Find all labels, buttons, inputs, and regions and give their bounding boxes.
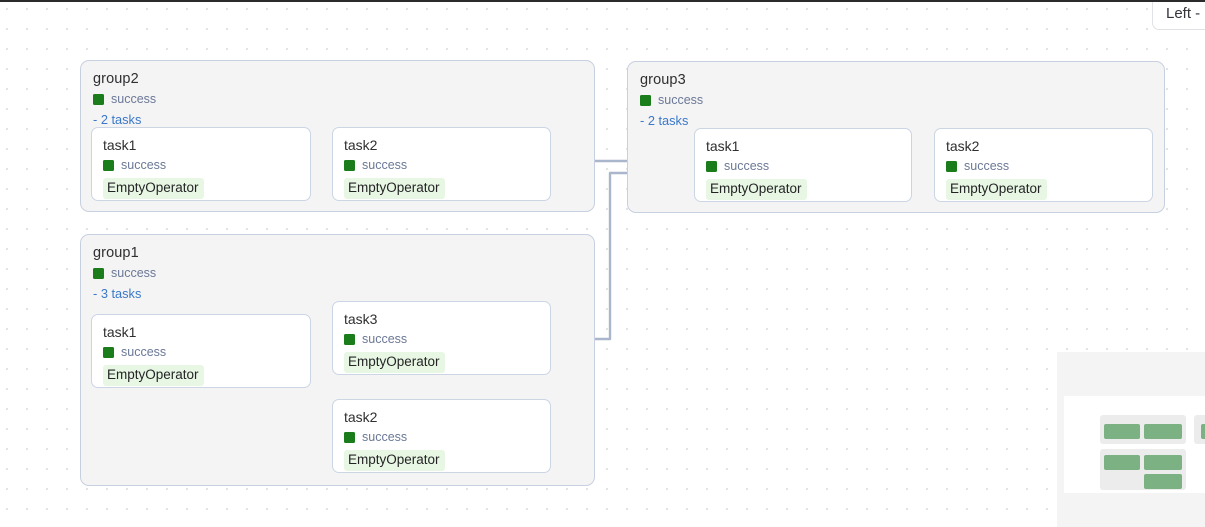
group1-status: success [93,265,594,282]
node-group1-task1[interactable]: task1 success EmptyOperator [91,314,311,388]
group2-status: success [93,91,594,108]
node-state-label: success [121,344,166,361]
graph-minimap[interactable] [1057,352,1205,527]
success-swatch-icon [344,334,355,345]
node-group3-task2[interactable]: task2 success EmptyOperator [934,128,1153,202]
node-state-label: success [964,158,1009,175]
node-operator-badge: EmptyOperator [946,179,1047,200]
minimap-node [1104,424,1140,439]
node-title: task2 [344,136,550,155]
success-swatch-icon [706,161,717,172]
node-state-label: success [121,157,166,174]
group2-title: group2 [93,70,594,89]
node-state-label: success [362,429,407,446]
node-status: success [706,158,911,175]
node-group1-task3[interactable]: task3 success EmptyOperator [332,301,551,375]
group2-state-label: success [111,91,156,108]
minimap-viewport[interactable] [1064,396,1205,493]
node-status: success [103,157,310,174]
minimap-node [1144,424,1182,439]
node-state-label: success [724,158,769,175]
minimap-node [1144,455,1182,470]
node-title: task2 [344,408,550,427]
node-title: task1 [103,323,310,342]
minimap-node [1201,424,1205,439]
node-operator-badge: EmptyOperator [706,179,807,200]
success-swatch-icon [103,160,114,171]
node-operator-badge: EmptyOperator [344,352,445,373]
node-operator-badge: EmptyOperator [344,178,445,199]
node-status: success [103,344,310,361]
node-title: task3 [344,310,550,329]
success-swatch-icon [344,432,355,443]
success-swatch-icon [640,95,651,106]
left-orientation-control[interactable]: Left - [1152,0,1205,30]
success-swatch-icon [946,161,957,172]
node-group1-task2[interactable]: task2 success EmptyOperator [332,399,551,473]
node-title: task1 [706,137,911,156]
node-operator-badge: EmptyOperator [344,450,445,471]
group1-title: group1 [93,244,594,263]
group3-state-label: success [658,92,703,109]
node-group2-task2[interactable]: task2 success EmptyOperator [332,127,551,201]
node-group3-task1[interactable]: task1 success EmptyOperator [694,128,912,202]
node-status: success [946,158,1152,175]
node-group2-task1[interactable]: task1 success EmptyOperator [91,127,311,201]
node-state-label: success [362,157,407,174]
success-swatch-icon [344,160,355,171]
minimap-node [1144,474,1182,489]
group2-tasks-toggle[interactable]: - 2 tasks [93,111,594,128]
node-operator-badge: EmptyOperator [103,178,204,199]
group3-status: success [640,92,1164,109]
group2-header: group2 success - 2 tasks [81,61,594,128]
success-swatch-icon [93,94,104,105]
group1-tasks-toggle[interactable]: - 3 tasks [93,285,594,302]
node-title: task2 [946,137,1152,156]
success-swatch-icon [103,347,114,358]
group3-title: group3 [640,71,1164,90]
group3-tasks-toggle[interactable]: - 2 tasks [640,112,1164,129]
group3-header: group3 success - 2 tasks [628,62,1164,129]
node-status: success [344,429,550,446]
success-swatch-icon [93,268,104,279]
group1-header: group1 success - 3 tasks [81,235,594,302]
minimap-node [1104,455,1140,470]
node-state-label: success [362,331,407,348]
group1-state-label: success [111,265,156,282]
node-status: success [344,157,550,174]
left-orientation-label: Left - [1166,5,1200,22]
node-title: task1 [103,136,310,155]
node-status: success [344,331,550,348]
node-operator-badge: EmptyOperator [103,365,204,386]
